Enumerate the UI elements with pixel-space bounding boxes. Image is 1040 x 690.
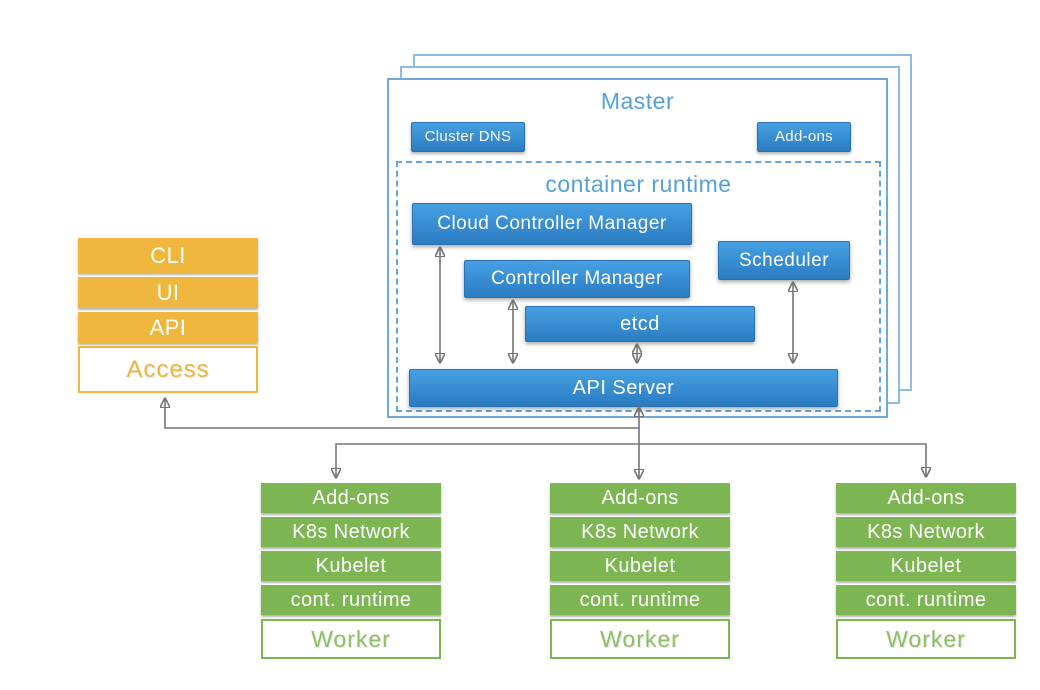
master-node: Master Cluster DNS Add-ons container run… — [387, 78, 888, 418]
worker3-k8s-network: K8s Network — [836, 517, 1016, 547]
api-server-box: API Server — [409, 369, 838, 407]
worker-node-1: Add-ons K8s Network Kubelet cont. runtim… — [261, 483, 441, 659]
worker2-addons: Add-ons — [550, 483, 730, 513]
worker1-k8s-network: K8s Network — [261, 517, 441, 547]
cloud-controller-manager-box: Cloud Controller Manager — [412, 203, 692, 245]
scheduler-box: Scheduler — [718, 241, 850, 280]
worker3-cont-runtime: cont. runtime — [836, 585, 1016, 615]
worker2-cont-runtime: cont. runtime — [550, 585, 730, 615]
worker2-kubelet: Kubelet — [550, 551, 730, 581]
worker3-label: Worker — [836, 619, 1016, 659]
worker1-addons: Add-ons — [261, 483, 441, 513]
arrow-apiserver-worker1 — [336, 443, 639, 477]
worker-node-2: Add-ons K8s Network Kubelet cont. runtim… — [550, 483, 730, 659]
container-runtime-box: container runtime Cloud Controller Manag… — [396, 161, 881, 412]
worker2-k8s-network: K8s Network — [550, 517, 730, 547]
worker1-kubelet: Kubelet — [261, 551, 441, 581]
master-title: Master — [600, 88, 675, 114]
master-addons-badge: Add-ons — [757, 122, 851, 152]
access-item-cli: CLI — [78, 238, 258, 273]
worker3-addons: Add-ons — [836, 483, 1016, 513]
worker1-cont-runtime: cont. runtime — [261, 585, 441, 615]
worker1-label: Worker — [261, 619, 441, 659]
controller-manager-box: Controller Manager — [464, 260, 690, 298]
access-item-api: API — [78, 312, 258, 343]
access-item-ui: UI — [78, 277, 258, 308]
worker-node-3: Add-ons K8s Network Kubelet cont. runtim… — [836, 483, 1016, 659]
container-runtime-title: container runtime — [545, 171, 732, 197]
etcd-box: etcd — [525, 306, 755, 342]
cluster-dns-badge: Cluster DNS — [411, 122, 525, 152]
access-label: Access — [78, 346, 258, 393]
access-stack: CLI UI API Access — [78, 238, 258, 393]
worker3-kubelet: Kubelet — [836, 551, 1016, 581]
arrow-apiserver-worker3 — [639, 443, 926, 476]
worker2-label: Worker — [550, 619, 730, 659]
